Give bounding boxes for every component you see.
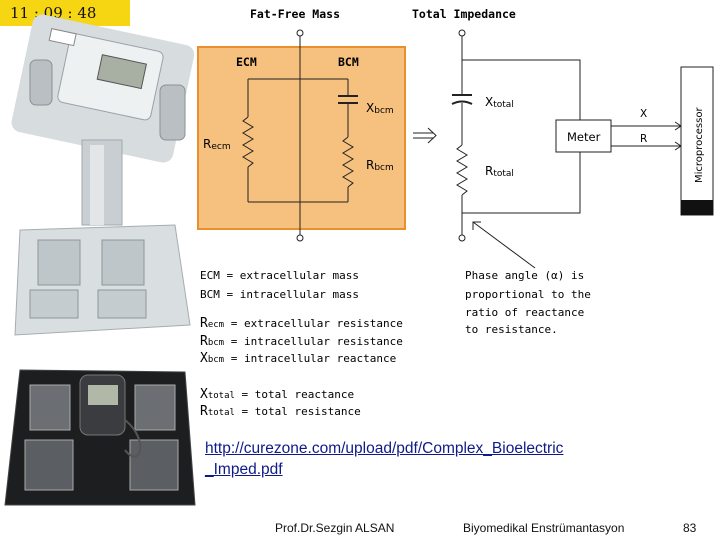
svg-text:Recm: Recm bbox=[203, 137, 231, 152]
x-total-symbol: X bbox=[485, 95, 493, 109]
source-link-line-2[interactable]: _Imped.pdf bbox=[205, 461, 283, 478]
r-total-subscript: total bbox=[493, 169, 514, 179]
phase-note-line-3: ratio of reactance bbox=[465, 306, 584, 319]
svg-text:Xtotal: Xtotal bbox=[485, 95, 514, 110]
bcm-definition: BCM = intracellular mass bbox=[200, 288, 359, 301]
r-bcm-symbol: R bbox=[366, 158, 374, 172]
r-bcm-subscript: bcm bbox=[374, 163, 393, 173]
total-impedance-label: Total Impedance bbox=[412, 7, 516, 21]
x-total-definition: Xtotal = total reactance bbox=[200, 387, 354, 402]
r-ecm-definition: Recm = extracellular resistance bbox=[200, 316, 403, 331]
body-composition-scale-photo bbox=[4, 14, 196, 506]
meter-box bbox=[555, 119, 612, 153]
r-ecm-symbol: R bbox=[203, 137, 211, 151]
footer-page-number: 83 bbox=[683, 521, 697, 535]
svg-text:Rbcm: Rbcm bbox=[366, 158, 394, 173]
cell-mass-panel bbox=[197, 46, 406, 230]
r-total-definition: Rtotal = total resistance bbox=[200, 404, 361, 419]
phase-note-line-4: to resistance. bbox=[465, 323, 558, 336]
bcm-label: BCM bbox=[338, 55, 359, 69]
r-bcm-definition: Rbcm = intracellular resistance bbox=[200, 334, 403, 349]
phase-note-line-2: proportional to the bbox=[465, 288, 591, 301]
impedance-circuit-diagram: Fat-Free Mass Total Impedance ECM BCM Re… bbox=[197, 7, 714, 419]
source-link-line-1[interactable]: http://curezone.com/upload/pdf/Complex_B… bbox=[205, 440, 564, 457]
svg-text:Xbcm: Xbcm bbox=[366, 101, 394, 116]
svg-text:Rtotal: Rtotal bbox=[485, 164, 514, 179]
x-bcm-subscript: bcm bbox=[374, 106, 393, 116]
meter-label: Meter bbox=[567, 130, 601, 144]
phase-note-line-1: Phase angle (α) is bbox=[465, 269, 584, 282]
fat-free-mass-label: Fat-Free Mass bbox=[250, 7, 340, 21]
footer-author: Prof.Dr.Sezgin ALSAN bbox=[275, 521, 395, 535]
r-ecm-subscript: ecm bbox=[211, 142, 230, 152]
x-total-subscript: total bbox=[493, 100, 514, 110]
r-total-symbol: R bbox=[485, 164, 493, 178]
footer-course: Biyomedikal Enstrümantasyon bbox=[463, 521, 625, 535]
x-output-label: X bbox=[640, 108, 647, 120]
microprocessor-box bbox=[680, 66, 714, 216]
ecm-label: ECM bbox=[236, 55, 257, 69]
ecm-definition: ECM = extracellular mass bbox=[200, 269, 359, 282]
microprocessor-label: Microprocessor bbox=[694, 107, 705, 183]
x-bcm-symbol: X bbox=[366, 101, 374, 115]
x-bcm-definition: Xbcm = intracellular reactance bbox=[200, 351, 396, 366]
r-output-label: R bbox=[640, 133, 647, 145]
source-link[interactable]: http://curezone.com/upload/pdf/Complex_B… bbox=[205, 438, 705, 480]
